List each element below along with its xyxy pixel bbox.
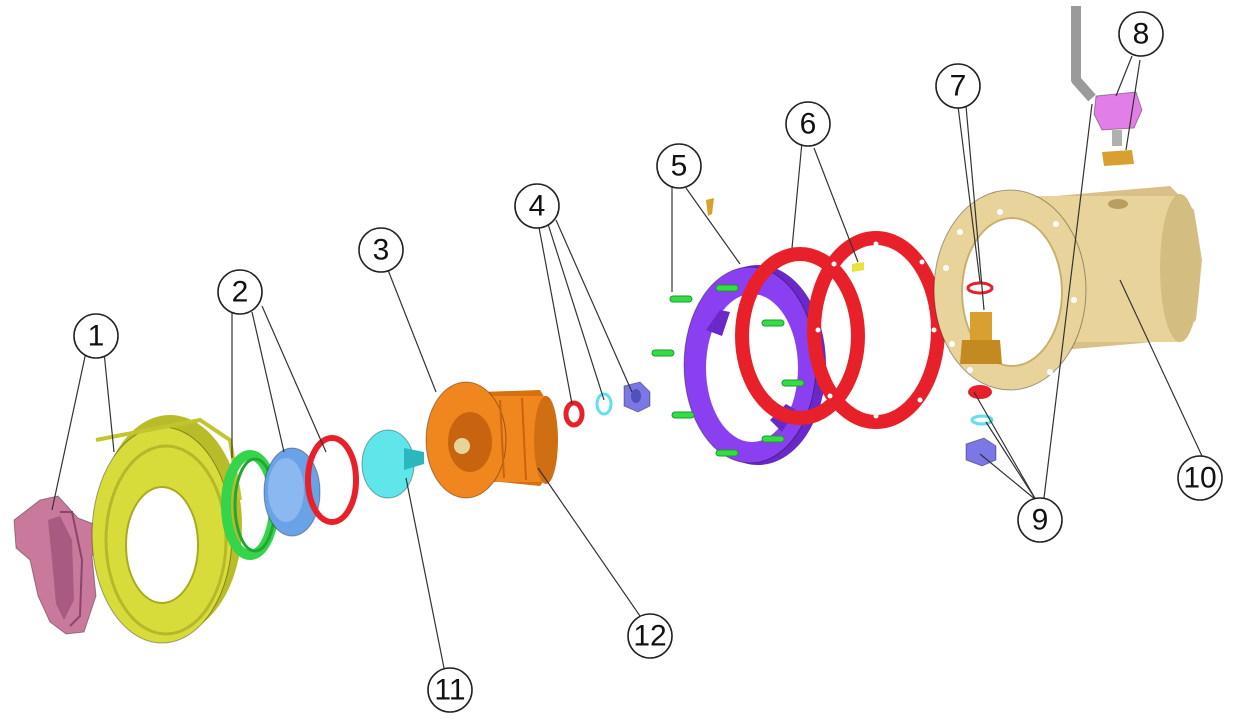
part-small-red-cap [968, 385, 992, 399]
callout-1: 1 [73, 313, 119, 359]
part-red-seal-front [305, 435, 359, 525]
part-small-blue-nut-2 [965, 437, 997, 467]
part-cone [361, 429, 424, 499]
svg-text:9: 9 [1032, 504, 1049, 537]
part-small-blue-nut [623, 381, 651, 413]
part-front-flange [91, 415, 242, 644]
svg-text:6: 6 [800, 108, 817, 141]
svg-text:8: 8 [1133, 18, 1150, 51]
callout-5: 5 [656, 143, 702, 189]
part-green-bolts [651, 284, 805, 457]
part-red-gasket-1 [735, 247, 865, 425]
callout-6: 6 [785, 101, 831, 147]
callout-7: 7 [935, 63, 981, 109]
part-yellow-screw [852, 262, 864, 272]
svg-text:1: 1 [88, 320, 105, 353]
svg-text:3: 3 [373, 234, 390, 267]
callout-11: 11 [427, 667, 473, 713]
svg-text:4: 4 [529, 190, 546, 223]
svg-text:10: 10 [1183, 462, 1216, 495]
svg-text:11: 11 [434, 674, 465, 707]
callout-2: 2 [217, 269, 263, 315]
svg-text:7: 7 [950, 70, 967, 103]
callout-12: 12 [627, 613, 673, 659]
callout-10: 10 [1177, 455, 1223, 501]
part-cable [1071, 6, 1096, 102]
leader-lines [51, 55, 1203, 669]
part-pink-gland [1093, 91, 1143, 166]
part-small-cyan-ring-2 [970, 414, 994, 426]
svg-text:12: 12 [633, 620, 666, 653]
callout-4: 4 [514, 183, 560, 229]
part-brass-fitting [960, 281, 1002, 364]
callout-8: 8 [1118, 11, 1164, 57]
part-orange-body [425, 381, 558, 499]
part-small-screw [706, 198, 714, 216]
callout-9: 9 [1017, 497, 1063, 543]
callout-3: 3 [358, 227, 404, 273]
part-housing [933, 186, 1202, 391]
svg-text:5: 5 [671, 150, 688, 183]
part-red-gasket-2 [807, 231, 945, 429]
svg-text:2: 2 [232, 276, 249, 309]
part-lens [263, 447, 321, 537]
part-handle [13, 495, 105, 635]
part-small-red-washer [563, 400, 585, 428]
part-small-cyan-oring [595, 392, 613, 416]
